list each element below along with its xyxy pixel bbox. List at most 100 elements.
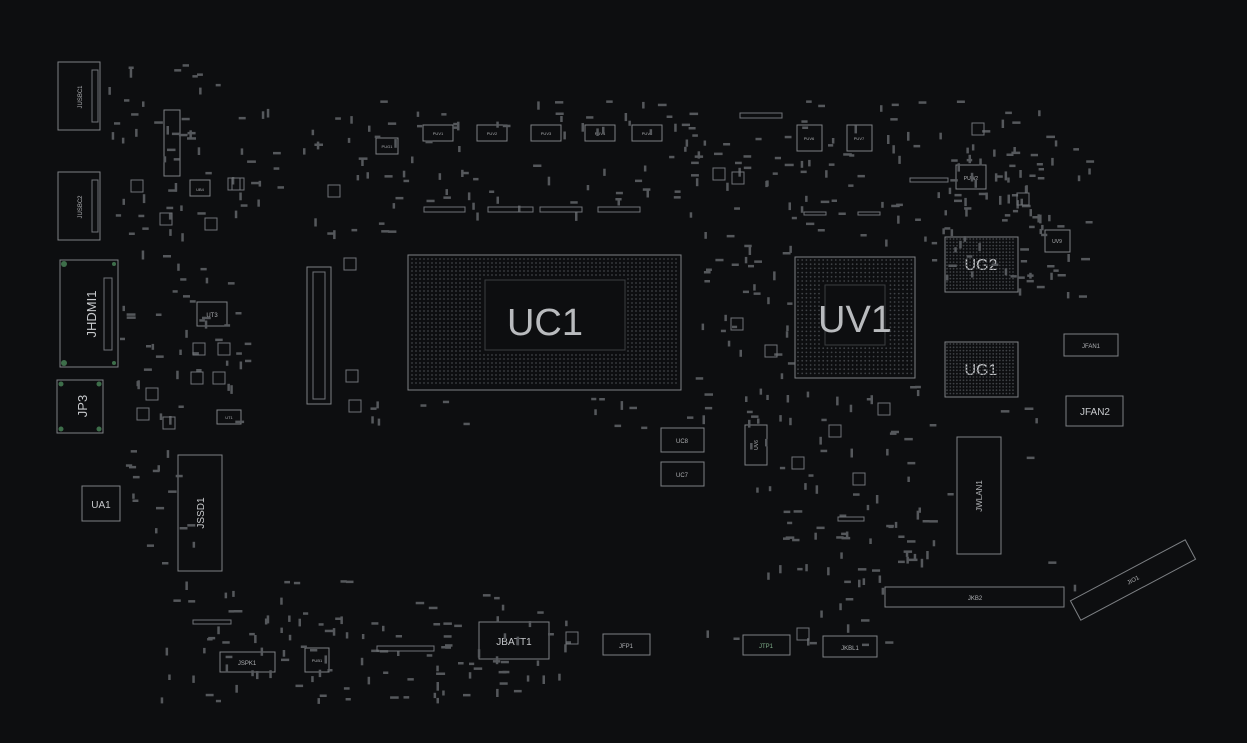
bga-ball (539, 258, 541, 260)
bga-ball (965, 244, 968, 247)
bga-ball (805, 296, 808, 299)
bga-ball (575, 370, 577, 372)
bga-ball (851, 368, 854, 371)
ug2-memory[interactable]: UG2 (944, 236, 1019, 293)
bga-ball (451, 366, 453, 368)
power-stage-f[interactable]: PUV6 (796, 124, 823, 152)
power-stage-b[interactable]: PUV2 (476, 124, 508, 142)
bga-ball (675, 366, 677, 368)
uc1-cpu-package[interactable]: UC1 (407, 254, 682, 391)
bga-ball (519, 354, 521, 356)
bga-ball (627, 358, 629, 360)
bga-ball (906, 271, 909, 274)
jssd1-connector[interactable]: JSSD1 (177, 454, 223, 572)
power-stage-d[interactable]: PUV4 (584, 124, 616, 142)
bga-ball (1005, 244, 1008, 247)
bga-ball (989, 382, 991, 385)
passive-pad (366, 172, 369, 179)
bga-ball (1008, 264, 1011, 267)
jhdmi1-connector[interactable]: JHDMI1 (59, 259, 119, 368)
top-left-vertical-connector[interactable] (163, 109, 181, 177)
pug1-chip[interactable]: PUG1 (375, 137, 399, 155)
bga-ball (910, 334, 913, 337)
bga-ball (989, 392, 991, 395)
passive-pad (489, 190, 495, 193)
passive-pad (820, 610, 823, 618)
jkb2-connector[interactable]: JKB2 (884, 586, 1065, 608)
bga-ball (982, 261, 985, 263)
bga-ball (956, 267, 958, 270)
bga-ball (864, 368, 867, 371)
jio1-connector[interactable]: JIO1 (1069, 539, 1197, 621)
ug1-memory[interactable]: UG1 (944, 341, 1019, 398)
bga-ball (467, 298, 469, 300)
jkbl1-connector[interactable]: JKBL1 (822, 635, 878, 658)
bga-ball (949, 386, 952, 388)
ub4-chip[interactable]: UB4 (189, 179, 211, 197)
jfan2-connector[interactable]: JFAN2 (1065, 395, 1124, 427)
bga-ball (962, 274, 965, 277)
bga-ball (623, 262, 625, 264)
jbatt1-connector[interactable]: JBATT1 (478, 621, 550, 660)
passive-pad (754, 260, 762, 263)
bga-ball (893, 330, 896, 333)
ut1-chip[interactable]: UT1 (216, 409, 242, 425)
bga-ball (992, 379, 995, 382)
jwlan1-connector[interactable]: JWLAN1 (956, 436, 1002, 555)
left-vertical-connector[interactable] (306, 266, 332, 405)
bga-ball (627, 378, 629, 380)
bga-ball (643, 282, 645, 284)
bga-ball (435, 370, 437, 372)
bga-ball (631, 378, 633, 380)
bga-ball (992, 238, 995, 240)
bga-ball (889, 275, 892, 278)
bga-ball (893, 372, 896, 375)
bga-ball (889, 284, 892, 287)
bga-ball (843, 263, 846, 266)
jfan1-connector[interactable]: JFAN1 (1063, 333, 1119, 357)
ua1-chip[interactable]: UA1 (81, 485, 121, 522)
bga-ball (667, 306, 669, 308)
bga-ball (455, 338, 457, 340)
jtp1-connector[interactable]: JTP1 (742, 634, 791, 656)
bga-ball (989, 349, 991, 352)
bga-ball (571, 258, 573, 260)
bga-ball (651, 326, 653, 328)
bga-ball (495, 362, 497, 364)
power-stage-a[interactable]: PUV1 (422, 124, 454, 142)
uc8-chip[interactable]: UC8 (660, 427, 705, 453)
passive-pad (1078, 295, 1087, 298)
jp3-connector[interactable]: JP3 (56, 379, 104, 434)
bga-ball (969, 346, 971, 349)
bga-ball (1012, 366, 1014, 368)
bga-ball (952, 366, 955, 368)
ut3-chip[interactable]: UT3 (196, 301, 228, 327)
power-stage-e[interactable]: PUV5 (631, 124, 663, 142)
power-stage-c[interactable]: PUV3 (530, 124, 562, 142)
jspk1-connector[interactable]: JSPK1 (219, 651, 276, 673)
bga-ball (439, 342, 441, 344)
bga-ball (479, 294, 481, 296)
power-stage-g[interactable]: PUV7 (846, 124, 873, 152)
pub1-chip[interactable]: PUB1 (304, 647, 330, 673)
bga-ball (535, 362, 537, 364)
uv1-gpu-package[interactable]: UV1 (794, 256, 916, 379)
bga-ball (439, 314, 441, 316)
uc7-chip[interactable]: UC7 (660, 461, 705, 487)
bga-ball (949, 382, 952, 385)
passive-pad (866, 398, 873, 401)
bga-ball (1002, 362, 1004, 365)
jusbc1-connector[interactable]: JUSBC1 (57, 61, 101, 131)
passive-pad (482, 594, 491, 597)
bga-ball (855, 275, 858, 278)
bga-ball (675, 262, 677, 264)
bga-ball (1008, 271, 1011, 273)
passive-pad (461, 169, 464, 177)
bga-ball (839, 280, 841, 282)
bga-ball (805, 368, 808, 371)
jfp1-connector[interactable]: JFP1 (602, 633, 651, 656)
uv9-chip[interactable]: UV9 (1044, 229, 1071, 253)
bga-ball (475, 306, 477, 308)
bga-ball (1005, 251, 1008, 254)
jusbc2-connector[interactable]: JUSBC2 (57, 171, 101, 241)
